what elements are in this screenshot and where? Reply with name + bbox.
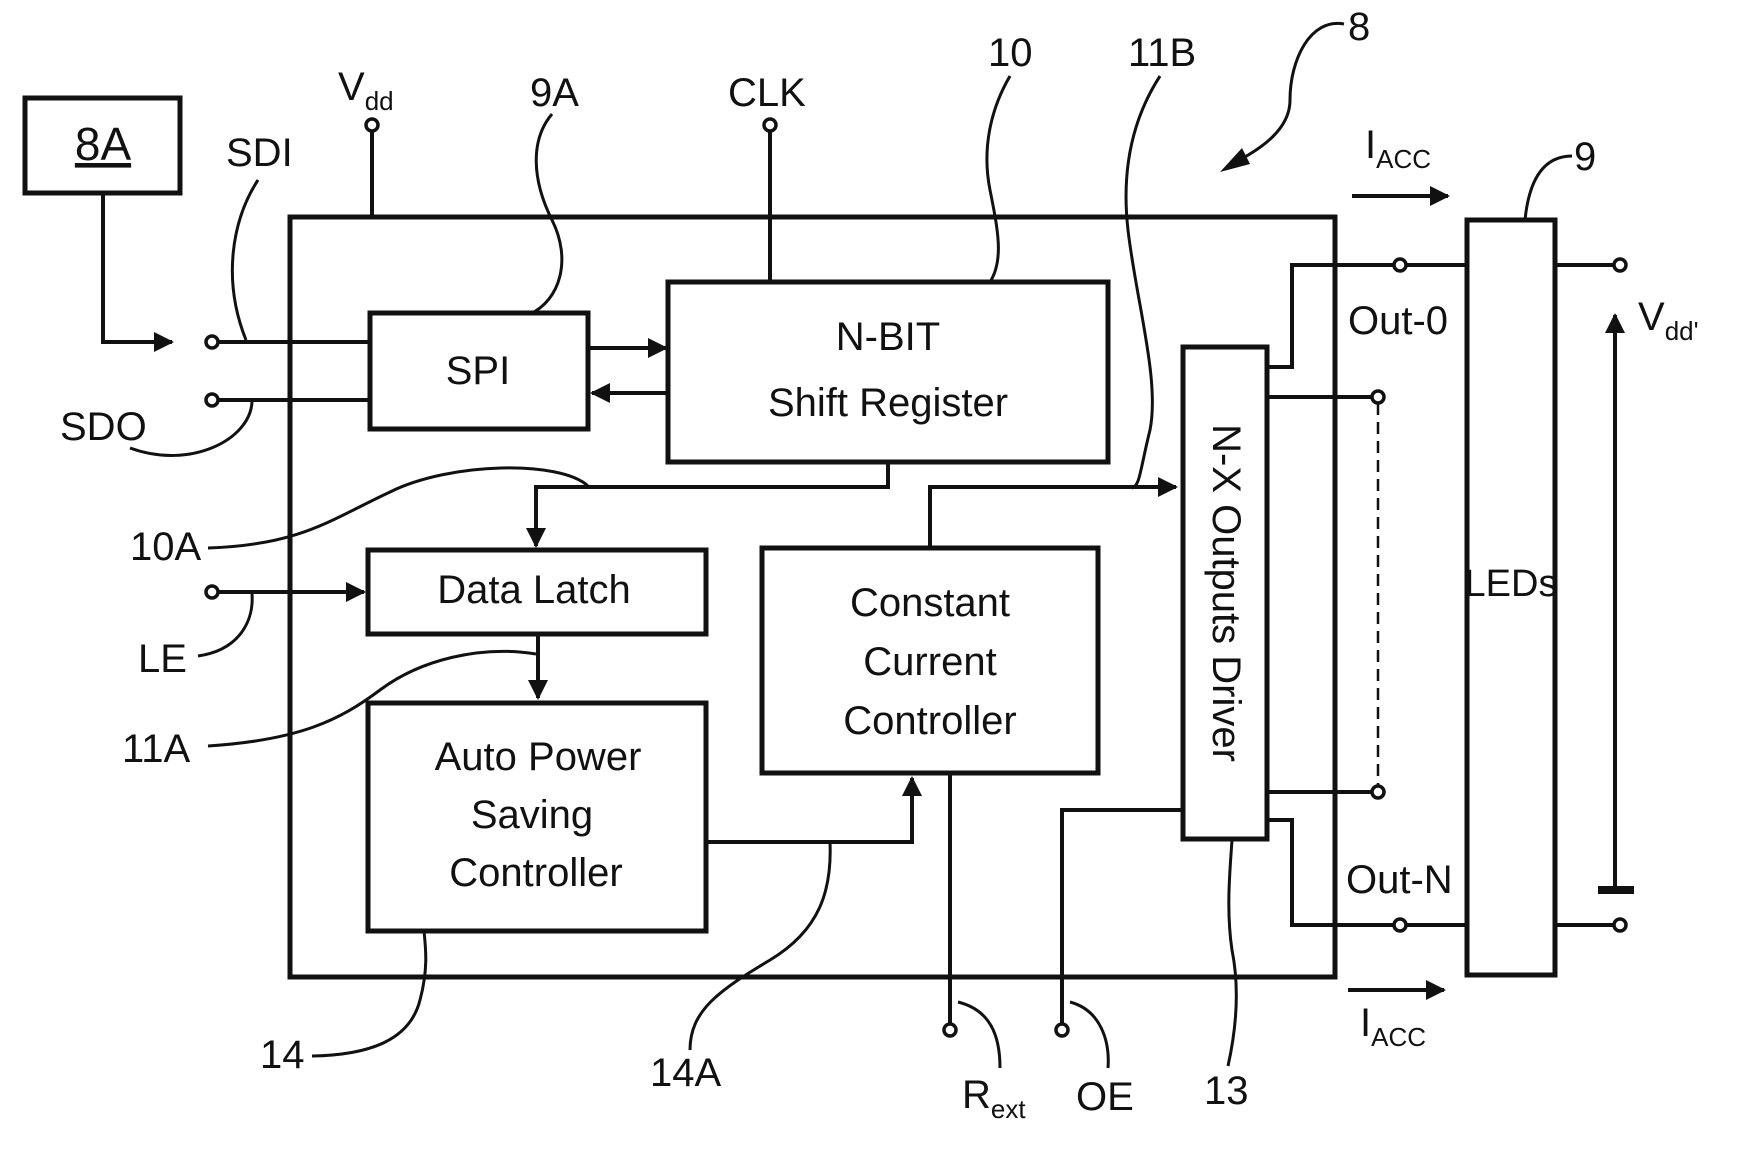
ccc-line1: Constant bbox=[850, 581, 1010, 625]
shift-register-block bbox=[668, 282, 1108, 462]
block-8a-label: 8A bbox=[75, 118, 132, 170]
iacc-top-label: IACC bbox=[1365, 123, 1431, 174]
ref-13: 13 bbox=[1204, 1069, 1249, 1113]
clk-label: CLK bbox=[728, 71, 806, 115]
ref-8: 8 bbox=[1348, 5, 1370, 49]
ref-11b: 11B bbox=[1128, 31, 1196, 75]
spi-label: SPI bbox=[446, 349, 510, 393]
sdo-label: SDO bbox=[60, 405, 147, 449]
apsc-line2: Saving bbox=[471, 793, 593, 837]
shift-register-line1: N-BIT bbox=[836, 315, 940, 359]
ref-11a: 11A bbox=[122, 727, 191, 771]
rext-label: Rext bbox=[962, 1073, 1026, 1124]
ref-9: 9 bbox=[1574, 135, 1596, 179]
apsc-line3: Controller bbox=[449, 851, 622, 895]
leds-label: LEDs bbox=[1465, 563, 1558, 605]
ref-9a: 9A bbox=[530, 71, 579, 115]
ref-10a: 10A bbox=[130, 525, 201, 569]
apsc-line1: Auto Power bbox=[435, 735, 642, 779]
iacc-bottom-label: IACC bbox=[1360, 1001, 1426, 1052]
le-label: LE bbox=[138, 637, 187, 681]
ccc-line2: Current bbox=[863, 640, 996, 684]
oe-label: OE bbox=[1076, 1075, 1134, 1119]
vdd-label: Vdd bbox=[338, 65, 394, 116]
ref-10: 10 bbox=[988, 31, 1033, 75]
ref-14a: 14A bbox=[650, 1051, 721, 1095]
sdi-label: SDI bbox=[226, 131, 293, 175]
shift-register-line2: Shift Register bbox=[768, 381, 1008, 425]
out0-label: Out-0 bbox=[1348, 299, 1448, 343]
vdd-prime-label: Vdd' bbox=[1638, 295, 1699, 346]
driver-label: N-X Outputs Driver bbox=[1204, 424, 1248, 762]
ccc-line3: Controller bbox=[843, 699, 1016, 743]
ref-14: 14 bbox=[260, 1033, 305, 1077]
data-latch-label: Data Latch bbox=[437, 568, 630, 612]
outn-label: Out-N bbox=[1346, 858, 1453, 902]
